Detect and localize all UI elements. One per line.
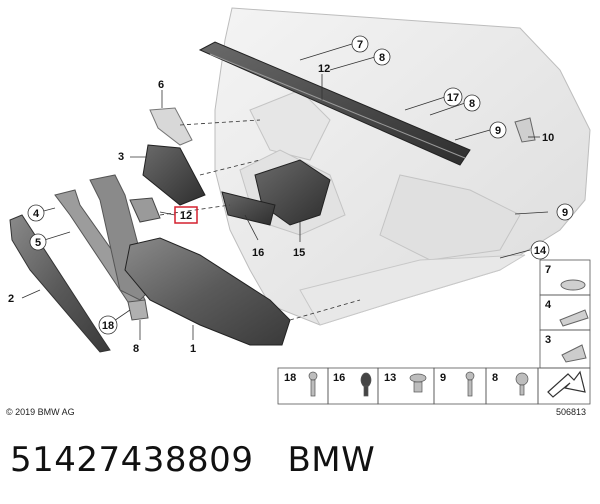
parts-diagram: 7 8 17 8 9 9 14 4 5 18 6 3 12 10 16 15 2… (6, 7, 591, 417)
callout-10: 10 (542, 132, 554, 144)
callout-16: 17 (443, 87, 463, 107)
brand-name: BMW (287, 440, 376, 480)
legend-right-3: 3 (545, 334, 551, 346)
part-6 (142, 144, 206, 206)
svg-text:9: 9 (562, 207, 568, 219)
callout-4: 5 (29, 233, 47, 251)
svg-text:8: 8 (469, 98, 475, 110)
dashed-lines (159, 119, 361, 321)
part-5 (149, 107, 193, 146)
svg-text:5: 5 (35, 237, 41, 249)
part-15 (221, 191, 276, 226)
callout-9a: 9 (489, 121, 507, 139)
legend-right-4: 4 (545, 299, 552, 311)
svg-text:12: 12 (180, 210, 192, 222)
legend-bottom-8: 8 (492, 372, 498, 384)
clip-10 (514, 117, 536, 143)
legend-bottom-13: 13 (384, 372, 396, 384)
armrest-1 (124, 237, 291, 346)
diagram-number: 506813 (556, 407, 586, 417)
callout-2: 2 (8, 293, 14, 305)
bracket-17 (127, 299, 149, 321)
callout-1: 1 (190, 343, 196, 355)
svg-text:4: 4 (33, 208, 40, 220)
legend-right-7: 7 (545, 264, 551, 276)
svg-text:8: 8 (379, 52, 385, 64)
svg-text:9: 9 (495, 125, 501, 137)
legend-bottom-18: 18 (284, 372, 296, 384)
callout-3: 4 (27, 204, 45, 222)
fastener-icons (308, 371, 529, 397)
arrow-icon (547, 370, 586, 398)
callout-11: 12 (318, 63, 330, 75)
callout-13: 14 (530, 240, 550, 260)
svg-text:18: 18 (102, 320, 114, 332)
copyright-text: © 2019 BMW AG (6, 407, 75, 417)
callout-7: 8 (373, 48, 391, 66)
legend-bottom-9: 9 (440, 372, 446, 384)
callout-8a: 7 (351, 35, 369, 53)
callout-6: 3 (118, 151, 124, 163)
door-panel (214, 7, 591, 326)
callout-9b: 9 (556, 203, 574, 221)
legend-bottom-16: 16 (333, 372, 345, 384)
part-caption: 51427438809 BMW (10, 440, 375, 480)
callout-8b: 8 (463, 94, 481, 112)
svg-text:17: 17 (447, 92, 459, 104)
part-12 (129, 197, 161, 223)
legend-bottom (277, 367, 591, 405)
callout-15: 16 (252, 247, 264, 259)
svg-text:14: 14 (534, 245, 547, 257)
callout-5: 6 (158, 79, 164, 91)
callout-18: 18 (98, 315, 118, 335)
trim-strip (198, 41, 471, 166)
callout-14: 15 (293, 247, 305, 259)
legend-right (539, 259, 591, 369)
leader-lines (21, 43, 549, 340)
svg-text:7: 7 (357, 39, 363, 51)
callout-17: 8 (133, 343, 139, 355)
callout-12-highlight: 12 (174, 206, 198, 224)
part-number: 51427438809 (10, 440, 254, 480)
